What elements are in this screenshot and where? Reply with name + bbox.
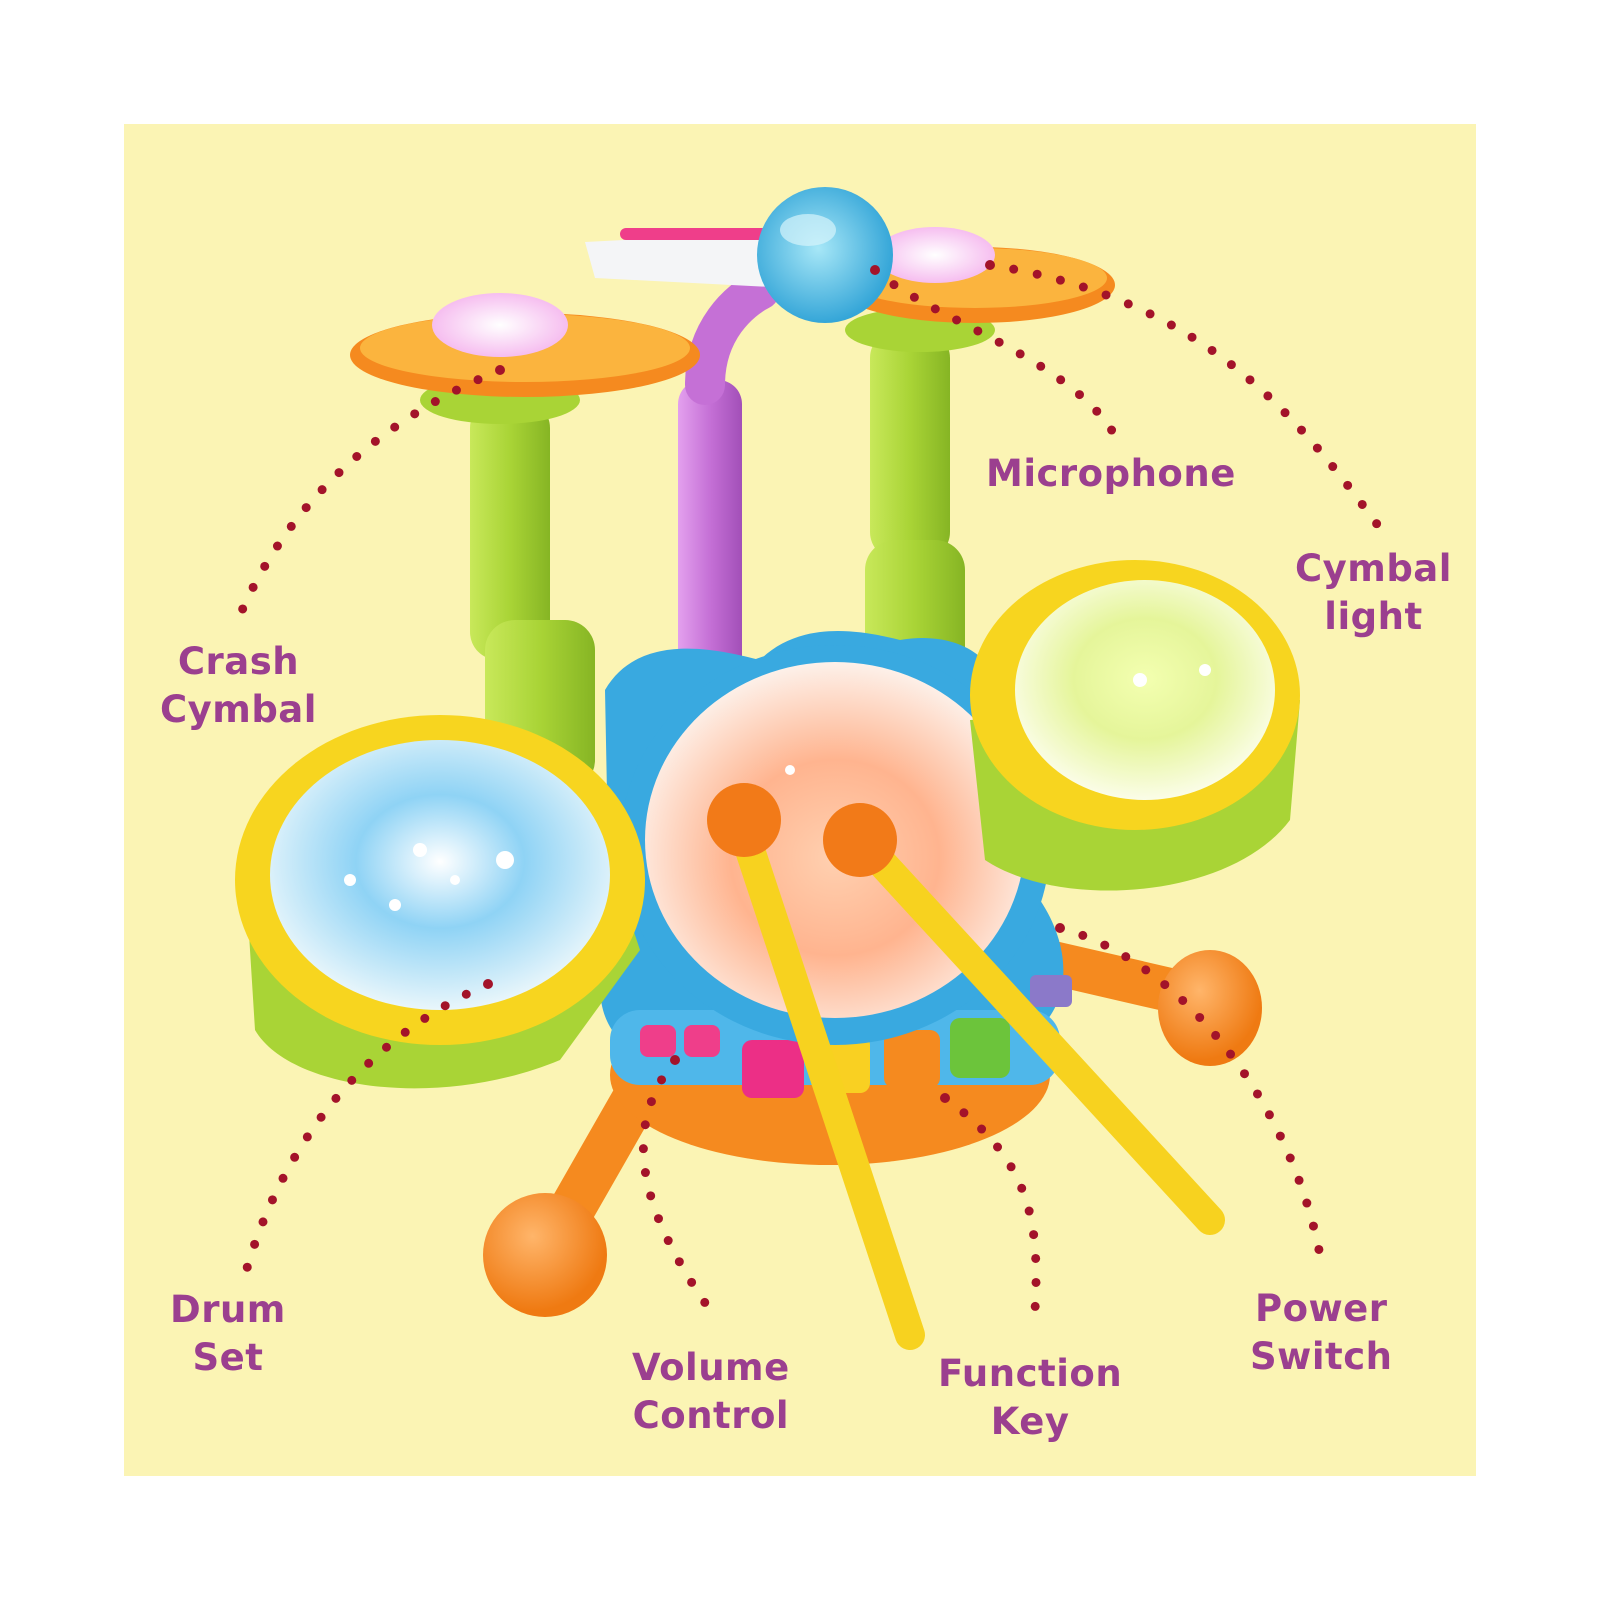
label-power-switch: Power Switch	[1250, 1287, 1393, 1378]
label-crash-cymbal: Crash Cymbal	[160, 640, 317, 731]
cymbal-light	[835, 227, 1115, 323]
leader-dots	[483, 260, 1065, 1103]
light-sparkles	[344, 664, 1211, 911]
drumsticks	[707, 783, 1225, 1350]
crash-cymbal	[350, 293, 700, 397]
label-cymbal-light: Cymbal light	[1295, 547, 1452, 638]
leg-right	[1018, 938, 1262, 1066]
leader-lines	[235, 260, 1390, 1315]
microphone	[585, 187, 893, 323]
green-drum	[970, 560, 1300, 891]
microphone-stand	[678, 270, 780, 680]
label-microphone: Microphone	[986, 452, 1236, 495]
cymbal-light-stand	[845, 308, 995, 690]
label-function-key: Function Key	[938, 1352, 1123, 1443]
leg-left	[483, 1067, 663, 1317]
label-drum-set: Drum Set	[170, 1288, 286, 1379]
blue-drum	[235, 715, 645, 1089]
label-volume-control: Volume Control	[632, 1346, 790, 1437]
